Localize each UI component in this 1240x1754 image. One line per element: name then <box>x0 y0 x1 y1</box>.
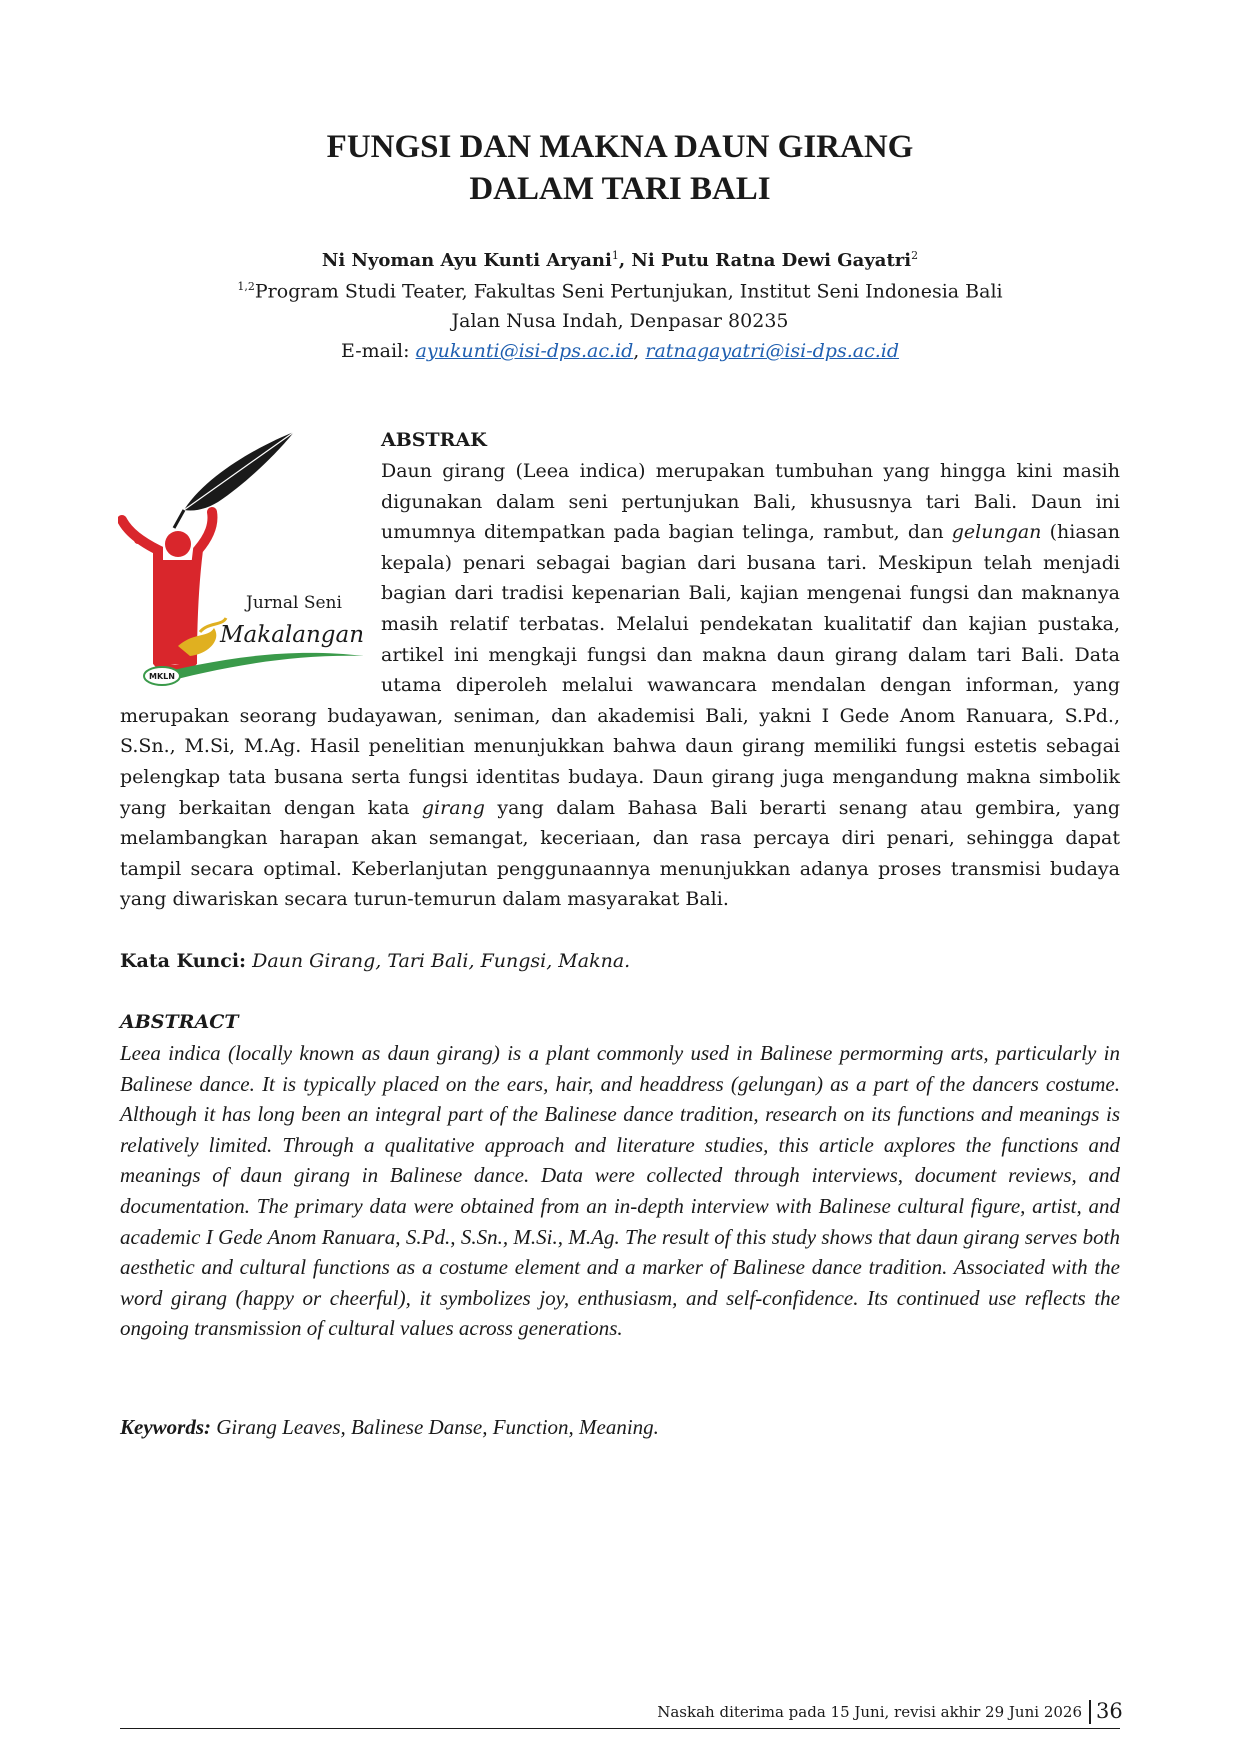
affiliation-line-1: 1,2Program Studi Teater, Fakultas Seni P… <box>0 272 1240 306</box>
abstrak-heading: ABSTRAK <box>381 429 487 451</box>
email-link-1[interactable]: ayukunti@isi-dps.ac.id <box>415 340 634 363</box>
kata-kunci-value: Daun Girang, Tari Bali, Fungsi, Makna. <box>246 950 631 972</box>
email-line: E-mail: ayukunti@isi-dps.ac.id, ratnagay… <box>0 336 1240 366</box>
keywords-value: Girang Leaves, Balinese Danse, Function,… <box>211 1415 659 1439</box>
logo-badge-icon <box>143 666 181 686</box>
kata-kunci-label: Kata Kunci: <box>120 950 247 972</box>
footer-rule <box>120 1728 1120 1729</box>
logo-text-line-2: Makalangan <box>219 622 364 648</box>
abstrak-term-gelungan: gelungan <box>951 521 1042 544</box>
email-separator: , <box>633 340 646 363</box>
dancer-figure-icon <box>118 507 218 675</box>
affiliation-institution: Program Studi Teater, Fakultas Seni Pert… <box>254 280 1003 303</box>
affiliation-sup: 1,2 <box>237 280 255 293</box>
paper-title: FUNGSI DAN MAKNA DAUN GIRANG DALAM TARI … <box>0 126 1240 210</box>
keywords-line: Keywords: Girang Leaves, Balinese Danse,… <box>120 1414 659 1440</box>
journal-logo: MKLN Jurnal Seni Makalangan <box>118 432 364 686</box>
abstrak-text-3: yang dalam Bahasa Bali berarti senang at… <box>120 796 1121 911</box>
keywords-label: Keywords: <box>120 1415 211 1439</box>
feather-icon <box>172 432 295 529</box>
footer-separator <box>1089 1700 1091 1724</box>
kata-kunci-line: Kata Kunci: Daun Girang, Tari Bali, Fung… <box>120 948 630 974</box>
email-link-2[interactable]: ratnagayatri@isi-dps.ac.id <box>645 340 900 363</box>
author-2-sup: 2 <box>911 249 919 262</box>
author-list: Ni Nyoman Ayu Kunti Aryani1, Ni Putu Rat… <box>0 244 1240 273</box>
title-line-2: DALAM TARI BALI <box>469 171 771 207</box>
abstrak-term-girang: girang <box>421 796 485 819</box>
affiliation-block: 1,2Program Studi Teater, Fakultas Seni P… <box>0 272 1240 366</box>
logo-float-spacer <box>120 456 381 676</box>
logo-text-line-1: Jurnal Seni <box>244 593 342 613</box>
abstract-paragraph: Leea indica (locally known as daun giran… <box>120 1041 1120 1341</box>
author-1-sup: 1 <box>611 249 619 262</box>
abstract-heading: ABSTRACT <box>120 1011 239 1033</box>
received-note: Naskah diterima pada 15 Juni, revisi akh… <box>657 1703 1082 1721</box>
author-separator: , <box>618 250 632 271</box>
title-line-1: FUNGSI DAN MAKNA DAUN GIRANG <box>326 129 914 165</box>
affiliation-address: Jalan Nusa Indah, Denpasar 80235 <box>451 310 789 333</box>
email-label: E-mail: <box>340 340 416 363</box>
gold-ornament-icon <box>178 617 228 656</box>
author-2: Ni Putu Ratna Dewi Gayatri <box>631 250 912 271</box>
abstrak-paragraph: Daun girang (Leea indica) merupakan tumb… <box>120 456 1120 915</box>
abstrak-text-2: (hiasan kepala) penari sebagai bagian da… <box>120 521 1120 819</box>
logo-badge-text: MKLN <box>149 672 175 681</box>
page-number: 36 <box>1096 1699 1123 1723</box>
abstrak-text-1: Daun girang (Leea indica) merupakan tumb… <box>381 460 1120 544</box>
author-1: Ni Nyoman Ayu Kunti Aryani <box>321 250 612 271</box>
